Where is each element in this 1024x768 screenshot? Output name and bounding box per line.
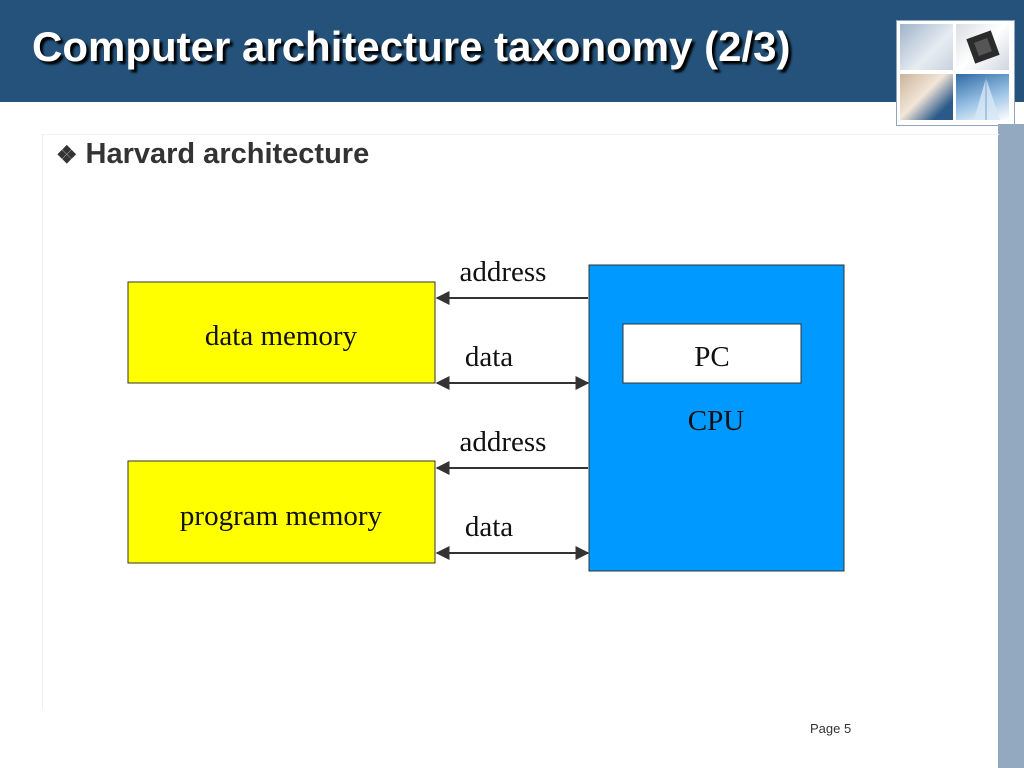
cpu-box — [588, 264, 845, 572]
program-memory-label: program memory — [180, 500, 383, 532]
building-photo-icon — [956, 74, 1009, 120]
data-memory-box — [127, 281, 436, 384]
bus-label-data-2: data — [465, 511, 513, 543]
handshake-photo-icon — [900, 74, 953, 120]
content-frame — [42, 134, 999, 709]
slide-title: Computer architecture taxonomy (2/3) — [32, 23, 791, 70]
bullet-text: Harvard architecture — [85, 138, 370, 170]
slide-header: Computer architecture taxonomy (2/3) — [0, 0, 1024, 102]
right-side-bar — [998, 124, 1024, 768]
laptop-photo-icon — [900, 24, 953, 70]
cpu-label: CPU — [688, 405, 744, 437]
bus-label-address-1: address — [460, 256, 547, 288]
page-number: Page 5 — [810, 721, 852, 736]
data-memory-label: data memory — [205, 320, 358, 352]
bus-label-address-2: address — [460, 426, 547, 458]
bullet-heading: ❖ Harvard architecture — [56, 138, 369, 171]
microchip-photo-icon — [956, 24, 1009, 70]
program-memory-box — [127, 460, 436, 564]
bus-label-data-1: data — [465, 341, 513, 373]
header-image-grid — [896, 20, 1015, 126]
diamond-cluster-icon: ❖ — [56, 142, 78, 169]
pc-label: PC — [694, 341, 729, 373]
pc-box — [622, 323, 802, 384]
